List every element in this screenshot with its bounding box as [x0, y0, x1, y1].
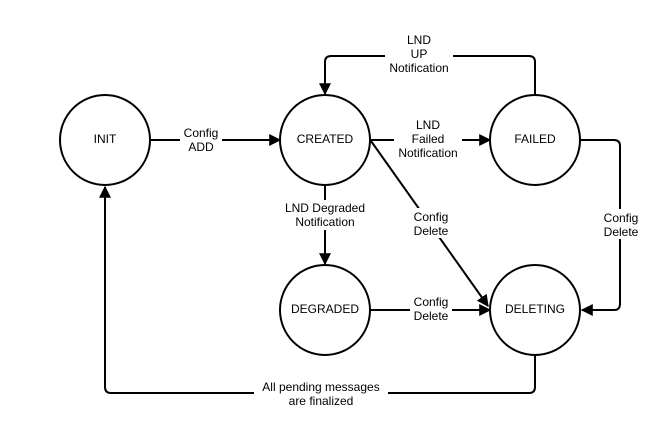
- state-init-label: INIT: [94, 132, 117, 146]
- label-failed-to-created-line3: Notification: [389, 61, 448, 75]
- state-created-label: CREATED: [297, 132, 354, 146]
- label-created-to-deleting-line1: Config: [414, 210, 449, 224]
- label-failed-to-deleting: Config Delete: [600, 209, 642, 239]
- state-deleting: DELETING: [489, 264, 581, 356]
- label-failed-to-created-line1: LND: [407, 33, 431, 47]
- label-degraded-to-deleting-line2: Delete: [414, 309, 449, 323]
- label-degraded-to-deleting-line1: Config: [414, 295, 449, 309]
- label-failed-to-created-line2: UP: [411, 47, 428, 61]
- label-created-to-deleting-line2: Delete: [414, 224, 449, 238]
- label-failed-to-deleting-line2: Delete: [604, 225, 639, 239]
- label-created-to-degraded-line1: LND Degraded: [285, 201, 365, 215]
- label-init-to-created-line2: ADD: [188, 140, 214, 154]
- label-created-to-failed-line2: Failed: [412, 132, 445, 146]
- state-deleting-label: DELETING: [505, 302, 565, 316]
- edge-labels: Config ADD LND Failed Notification LND U…: [180, 33, 642, 409]
- state-degraded: DEGRADED: [279, 264, 371, 356]
- label-degraded-to-deleting: Config Delete: [410, 294, 452, 324]
- label-created-to-degraded: LND Degraded Notification: [280, 200, 370, 230]
- state-degraded-label: DEGRADED: [291, 302, 359, 316]
- label-created-to-failed: LND Failed Notification: [394, 118, 462, 162]
- label-failed-to-created: LND UP Notification: [385, 33, 453, 77]
- label-created-to-failed-line1: LND: [416, 118, 440, 132]
- label-deleting-to-init-line1: All pending messages: [262, 380, 379, 394]
- label-init-to-created: Config ADD: [180, 124, 222, 154]
- state-failed: FAILED: [489, 94, 581, 186]
- label-created-to-deleting: Config Delete: [410, 208, 452, 238]
- label-init-to-created-line1: Config: [184, 126, 219, 140]
- label-created-to-degraded-line2: Notification: [295, 215, 354, 229]
- label-deleting-to-init: All pending messages are finalized: [254, 379, 388, 409]
- label-created-to-failed-line3: Notification: [398, 146, 457, 160]
- state-init: INIT: [59, 94, 151, 186]
- label-failed-to-deleting-line1: Config: [604, 211, 639, 225]
- label-deleting-to-init-line2: are finalized: [289, 394, 354, 408]
- state-failed-label: FAILED: [514, 132, 556, 146]
- state-created: CREATED: [279, 94, 371, 186]
